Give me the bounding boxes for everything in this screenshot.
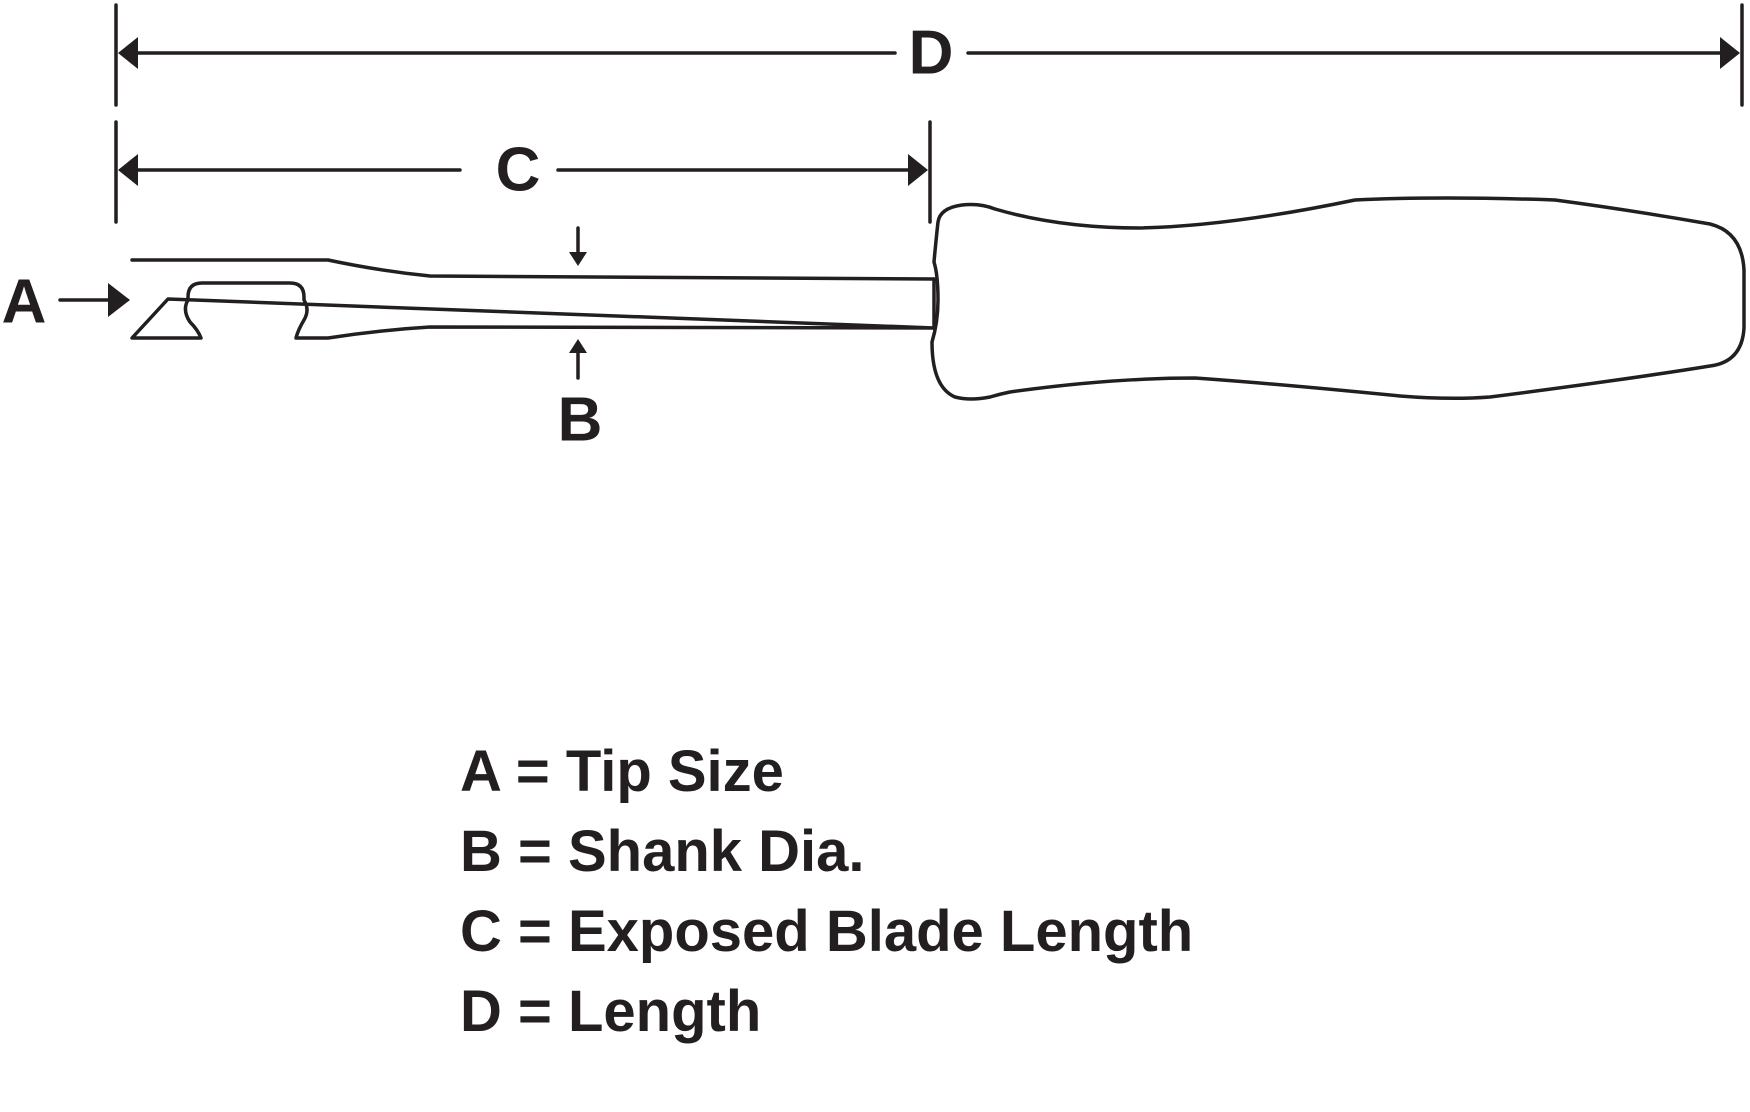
legend-item-length: D = Length xyxy=(460,979,762,1044)
dimension-legend: A = Tip Size B = Shank Dia. C = Exposed … xyxy=(460,732,1193,1052)
dimension-label-b: B xyxy=(558,386,603,455)
dimension-b-arrow-bottom xyxy=(569,339,587,353)
dimension-label-d: D xyxy=(909,19,954,88)
tool-handle xyxy=(930,196,1746,401)
legend-item-tip-size: A = Tip Size xyxy=(460,739,784,804)
tool-tip-and-shank xyxy=(130,258,936,340)
dimension-c-arrow-left xyxy=(118,154,138,186)
dimension-d-arrow-right xyxy=(1720,37,1740,69)
dimension-d-arrow-left xyxy=(118,37,138,69)
dimension-label-a: A xyxy=(2,268,47,337)
dimension-c-arrow-right xyxy=(908,154,928,186)
legend-item-shank-diameter: B = Shank Dia. xyxy=(460,819,865,884)
dimension-label-c: C xyxy=(496,136,541,205)
dimension-a-arrow xyxy=(108,283,130,317)
legend-item-exposed-blade-length: C = Exposed Blade Length xyxy=(460,899,1194,964)
dimension-b-arrow-top xyxy=(569,252,587,266)
